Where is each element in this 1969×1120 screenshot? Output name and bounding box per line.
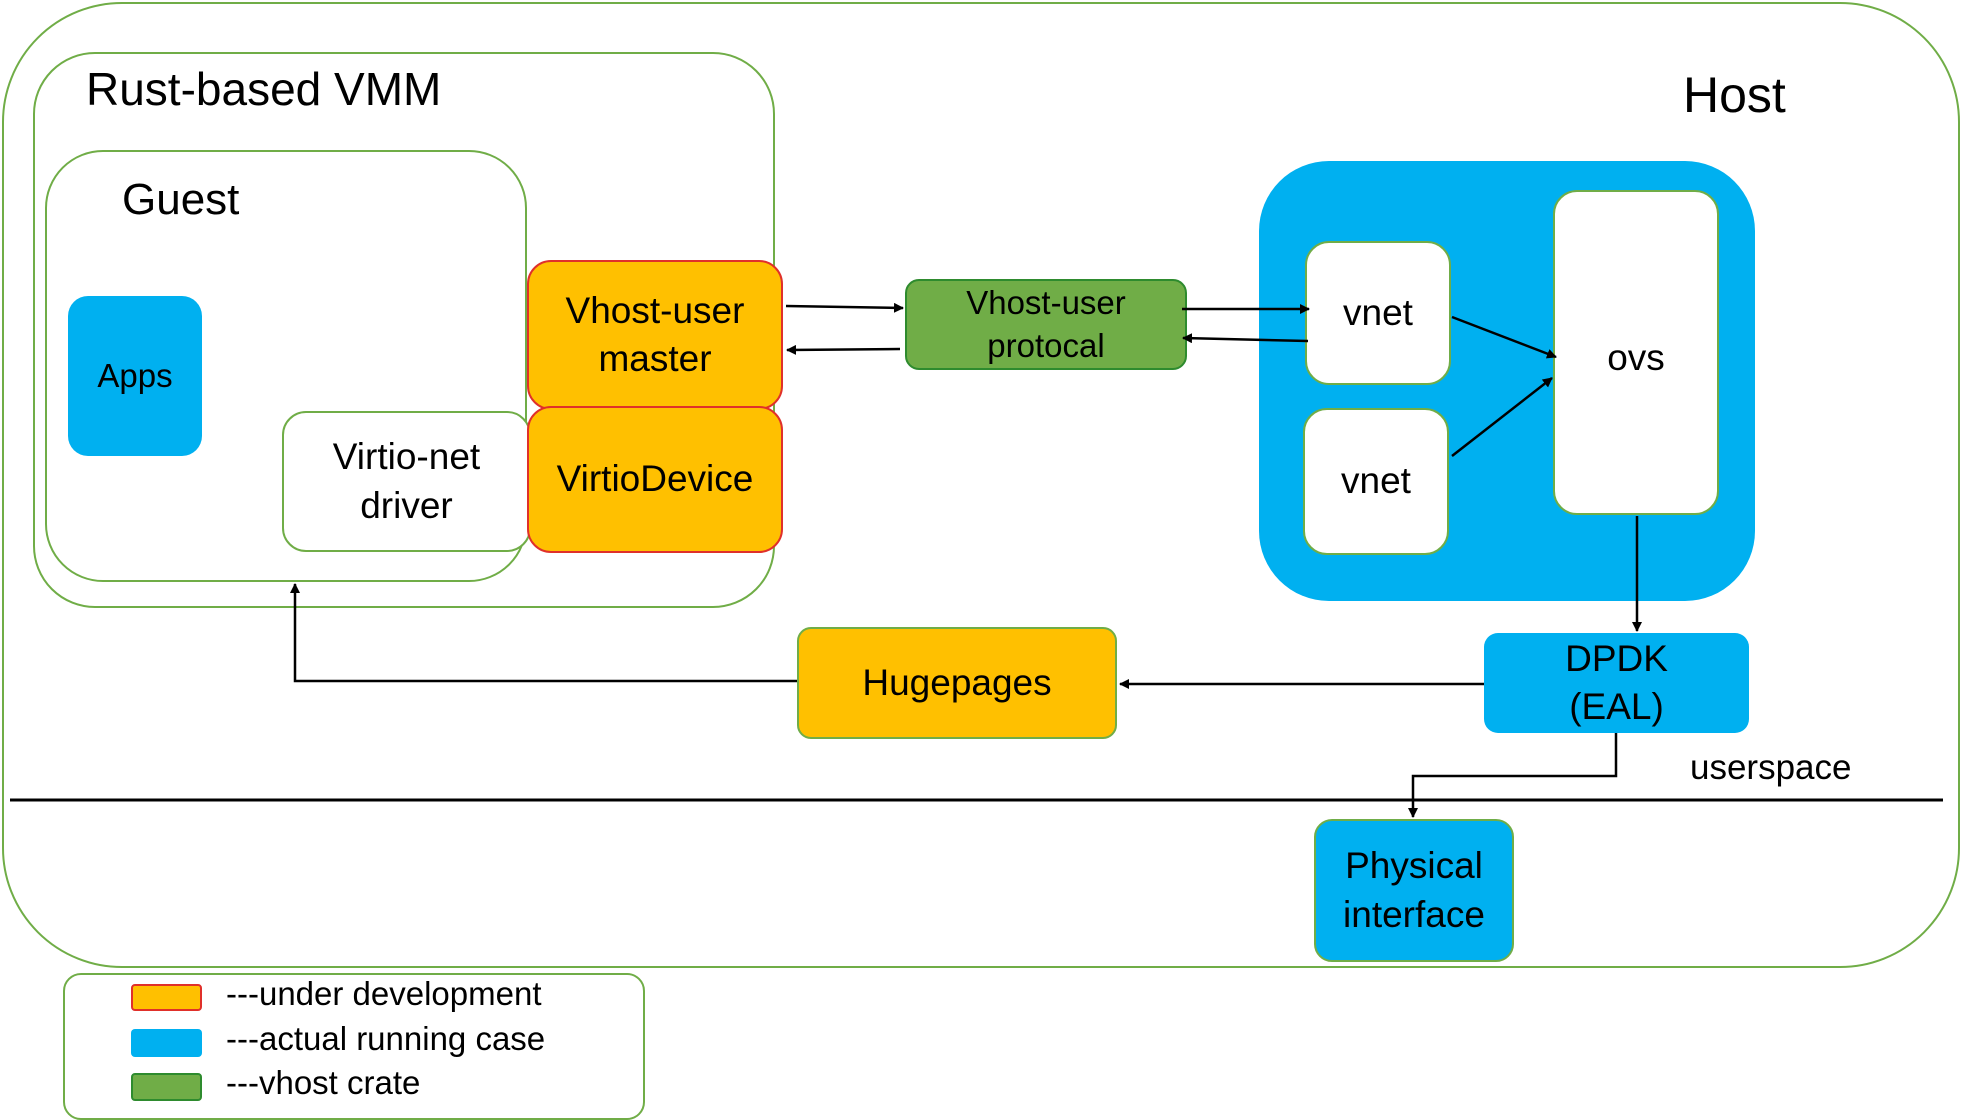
- host-title: Host: [1683, 67, 1786, 123]
- ovs-label: ovs: [1607, 337, 1665, 378]
- arrow-vnet-bottom-to-ovs: [1451, 377, 1553, 457]
- legend-swatch-actual-running-case: [131, 1029, 202, 1057]
- vhost-user-master-box: Vhost-user master: [527, 260, 783, 410]
- legend-label-under-development: ---under development: [226, 975, 542, 1012]
- hugepages-box: Hugepages: [797, 627, 1117, 739]
- vnet-bottom-box: vnet: [1303, 408, 1449, 555]
- virtio-net-driver-box: Virtio-net driver: [282, 411, 531, 552]
- dpdk-box: DPDK (EAL): [1484, 633, 1749, 733]
- guest-title: Guest: [122, 175, 240, 224]
- arrow-dpdk-to-physical: [1408, 733, 1618, 818]
- host-container: [2, 2, 1960, 968]
- apps-box: Apps: [68, 296, 202, 456]
- physical-interface-label: Physical interface: [1343, 845, 1485, 935]
- arrow-hugepages-to-driver: [290, 583, 797, 683]
- legend-swatch-vhost-crate: [131, 1073, 202, 1101]
- apps-label: Apps: [97, 356, 173, 394]
- userspace-label: userspace: [1690, 748, 1852, 787]
- vnet-bottom-label: vnet: [1341, 460, 1411, 502]
- vhost-user-protocol-label: Vhost-user protocal: [966, 283, 1126, 364]
- arrow-vnet-to-protocol: [1182, 333, 1309, 344]
- vmm-title: Rust-based VMM: [86, 63, 442, 115]
- virtio-device-label: VirtioDevice: [556, 458, 754, 500]
- vhost-user-master-label: Vhost-user master: [565, 289, 745, 379]
- legend-label-actual-running-case: ---actual running case: [226, 1020, 546, 1057]
- legend-label-vhost-crate: ---vhost crate: [226, 1064, 421, 1101]
- arrow-protocol-to-master: [786, 344, 901, 355]
- dpdk-label: DPDK (EAL): [1565, 637, 1668, 727]
- hugepages-label: Hugepages: [862, 661, 1052, 703]
- arrow-vnet-top-to-ovs: [1451, 315, 1557, 359]
- physical-interface-box: Physical interface: [1314, 819, 1514, 962]
- vhost-user-protocol-box: Vhost-user protocal: [905, 279, 1187, 370]
- arrow-master-to-protocol: [785, 302, 904, 313]
- vnet-top-label: vnet: [1343, 291, 1413, 333]
- virtio-net-driver-label: Virtio-net driver: [332, 436, 481, 526]
- guest-container: [45, 150, 527, 582]
- legend-swatch-under-development: [131, 984, 202, 1011]
- vnet-top-box: vnet: [1305, 241, 1451, 385]
- virtio-device-box: VirtioDevice: [527, 406, 783, 553]
